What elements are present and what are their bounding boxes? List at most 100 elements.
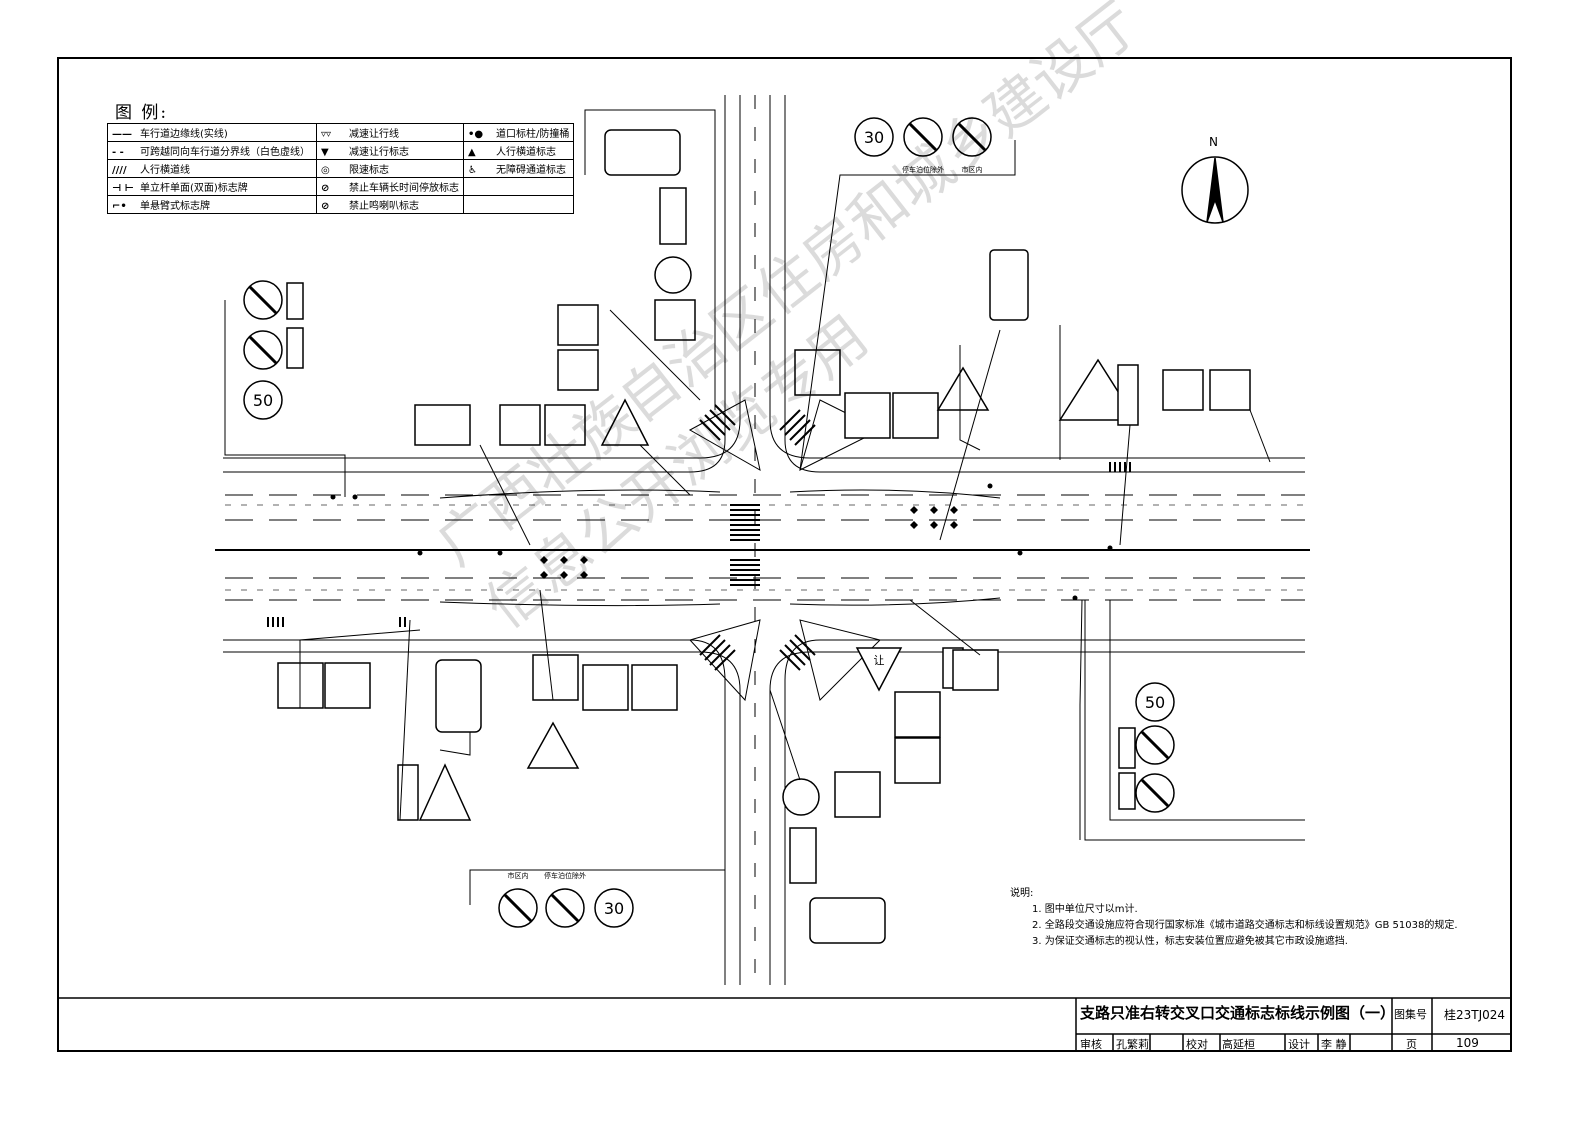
review-name: 孔繁莉: [1116, 1038, 1149, 1051]
note-item: 1. 图中单位尺寸以m计.: [1032, 904, 1138, 915]
road-edge-se: [784, 639, 1305, 985]
accessible-sign: [894, 737, 941, 784]
legend-table: ——车行道边缘线(实线) ▿▿减速让行线 •●道口标柱/防撞桶 - -可跨越同向…: [107, 123, 575, 214]
urban-plate: [286, 282, 304, 320]
accessible-sign: [892, 392, 939, 439]
legend-item: 车行道边缘线(实线): [140, 129, 228, 140]
legend-title: 图 例:: [115, 103, 169, 123]
accessible-icon: ♿: [468, 165, 477, 176]
design-name: 李 静: [1321, 1038, 1347, 1051]
direction-panel: [794, 349, 841, 396]
bollard-icon: •●: [468, 129, 484, 140]
speed-limit-value: 30: [604, 899, 624, 918]
review-label: 审核: [1080, 1038, 1102, 1051]
urban-label: 市区内: [508, 871, 529, 880]
dashed-line-icon: - -: [112, 147, 124, 158]
speed-limit-value: 30: [864, 128, 884, 147]
crosswalk-sign-icon: ▲: [468, 147, 476, 158]
urban-plate: [1118, 772, 1136, 810]
channel-island: [689, 619, 761, 702]
give-way-label: 让: [874, 654, 885, 667]
solid-line-icon: ——: [112, 129, 132, 140]
legend-item: 道口标柱/防撞桶: [496, 129, 570, 140]
drawing-title: 支路只准右转交叉口交通标志标线示例图（一）: [1080, 1004, 1396, 1022]
parking-exception-plate: [1118, 727, 1136, 769]
parking-exception-label: 停车泊位除外: [902, 165, 944, 174]
check-name: 高延桓: [1222, 1038, 1255, 1051]
prohibition-strokes: [248, 122, 1170, 923]
legend-row: ⊣ ⊢单立杆单面(双面)标志牌 ⊘禁止车辆长时间停放标志: [107, 177, 575, 196]
note-item: 2. 全路段交通设施应符合现行国家标准《城市道路交通标志和标线设置规范》GB 5…: [1032, 920, 1458, 931]
crosswalk-sign: [844, 392, 891, 439]
legend-item: 单立杆单面(双面)标志牌: [140, 183, 248, 194]
crosswalk-sign: [894, 691, 941, 738]
note-item: 3. 为保证交通标志的视认性，标志安装位置应避免被其它市政设施遮挡.: [1032, 936, 1348, 947]
speed-limit-sign: [594, 888, 634, 928]
road-edge-nw-inner: [223, 95, 726, 473]
speed-limit-sign: [243, 380, 283, 420]
speed-limit-sign: [1135, 682, 1175, 722]
legend-item: 人行横道线: [140, 165, 190, 176]
direction-arrow-sign: [654, 256, 692, 294]
legend-row: - - 可跨越同向车行道分界线（白色虚线） ▼ 减速让行标志 ▲ 人行横道标志: [107, 141, 575, 160]
compass-arrow-icon: [1206, 157, 1224, 223]
crosswalk-sign: [324, 662, 371, 709]
yield-sign-icon: ▼: [321, 147, 329, 158]
road-edge-nw: [223, 95, 741, 459]
notes: 说明: 1. 图中单位尺寸以m计. 2. 全路段交通设施应符合现行国家标准《城市…: [1010, 886, 1458, 950]
legend-item: 限速标志: [349, 165, 389, 176]
lane-divider-fine: [225, 504, 1305, 591]
parking-exception-label: 停车泊位除外: [544, 871, 586, 880]
u-turn-sign: [414, 404, 471, 446]
notes-heading: 说明:: [1010, 888, 1034, 899]
guide-sign-nw: [604, 129, 681, 176]
guide-sign-ne: [989, 249, 1029, 321]
crosswalk-sign: [544, 404, 586, 446]
design-label: 设计: [1288, 1038, 1310, 1051]
accessible-sign: [582, 664, 629, 711]
legend-item: 减速让行标志: [349, 147, 409, 158]
side-road-se-inner: [1109, 600, 1305, 821]
median-island: [789, 489, 1001, 499]
lane-markings: [540, 506, 958, 579]
legend-row: ////人行横道线 ◎限速标志 ♿无障碍通道标志: [107, 159, 575, 178]
speed-limit-sign: [854, 117, 894, 157]
check-label: 校对: [1186, 1038, 1208, 1051]
guide-sign-se: [809, 897, 886, 944]
direction-panel: [532, 654, 579, 701]
crosswalk-warning-sign: [526, 721, 580, 769]
road-edge-ne-inner: [784, 95, 1305, 473]
legend-item: 可跨越同向车行道分界线（白色虚线）: [140, 147, 310, 158]
urban-label: 市区内: [962, 165, 983, 174]
warning-triangle-sign: [600, 398, 650, 446]
direction-panel: [654, 299, 696, 341]
median-island: [439, 489, 721, 499]
accessible-sign: [557, 304, 599, 346]
set-label: 图集号: [1394, 1008, 1427, 1021]
crosswalk-sign: [557, 349, 599, 391]
side-road-se: [1084, 600, 1305, 841]
speed-limit-value: 50: [1145, 693, 1165, 712]
no-parking-icon: ⊘: [321, 183, 330, 194]
legend-item: 人行横道标志: [496, 147, 556, 158]
crosswalk-sign: [1162, 369, 1204, 411]
legend-item: 无障碍通道标志: [496, 165, 566, 176]
speed-limit-icon: ◎: [321, 165, 330, 176]
accessible-sign: [1209, 369, 1251, 411]
crosswalk-sign: [631, 664, 678, 711]
u-turn-sign: [952, 649, 999, 691]
median-island: [789, 597, 1001, 606]
road-edge-ne: [769, 95, 1305, 459]
direction-arrow-sign: [782, 778, 820, 816]
crosswalk-warning-sign: [936, 366, 990, 411]
warning-triangle-sign: [1058, 358, 1138, 421]
bollards: [330, 483, 1113, 601]
crosswalk-stripes: [267, 404, 1131, 671]
direction-panel: [834, 771, 881, 818]
leader-lines: [224, 109, 1271, 905]
lane-divider-dashes: [225, 494, 1305, 601]
guide-sign-sw: [435, 659, 482, 733]
legend-item: 减速让行线: [349, 129, 399, 140]
accessible-sign: [499, 404, 541, 446]
